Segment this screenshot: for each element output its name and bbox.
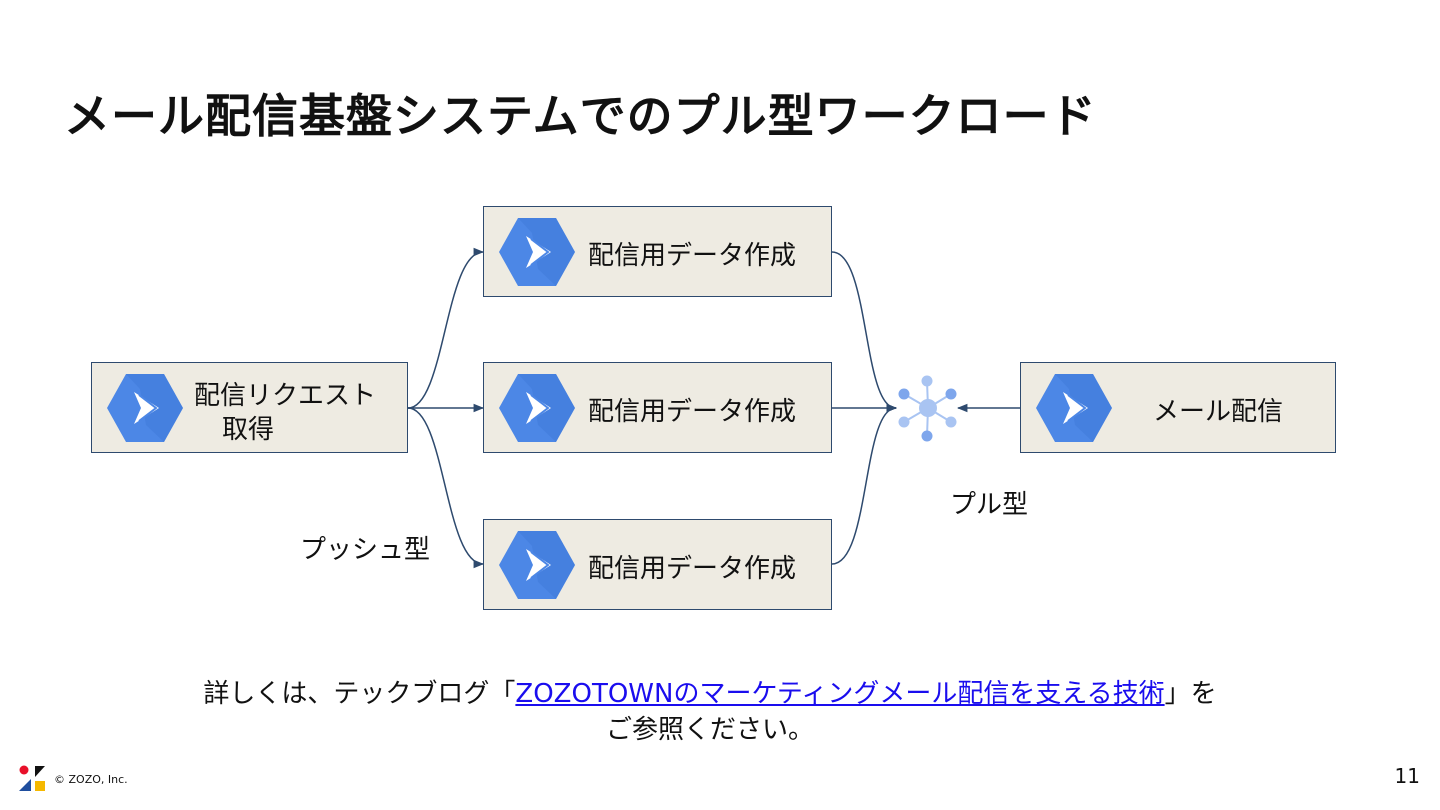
slide-title: メール配信基盤システムでのプル型ワークロード xyxy=(64,89,1097,143)
node-create-2: 配信用データ作成 xyxy=(483,362,832,453)
page-number: 11 xyxy=(1394,764,1420,788)
node-mail: メール配信 xyxy=(1020,362,1336,453)
note-text-before: 詳しくは、テックブログ「 xyxy=(203,679,516,709)
node-create-1-label: 配信用データ作成 xyxy=(588,241,797,271)
cloud-run-icon xyxy=(1035,373,1113,443)
zozo-logo-icon xyxy=(19,765,45,791)
note-text-after: 」を xyxy=(1164,679,1217,709)
cloud-run-icon xyxy=(498,217,576,287)
pull-label: プル型 xyxy=(950,490,1029,520)
node-create-3-label: 配信用データ作成 xyxy=(588,554,797,584)
push-label: プッシュ型 xyxy=(300,535,431,565)
cloud-run-icon xyxy=(106,373,184,443)
edge-request-create1 xyxy=(407,247,485,409)
copyright-text: © ZOZO, Inc. xyxy=(54,773,128,786)
node-request-label-line1: 配信リクエスト xyxy=(194,381,377,411)
edge-create1-hub xyxy=(831,251,898,413)
edge-request-create3 xyxy=(407,407,485,569)
node-mail-label: メール配信 xyxy=(1153,397,1284,427)
node-request-label-line2: 取得 xyxy=(222,415,275,445)
node-create-2-label: 配信用データ作成 xyxy=(588,397,797,427)
pubsub-hub-icon xyxy=(898,375,957,442)
node-request: 配信リクエスト 取得 xyxy=(91,362,408,453)
reference-note: 詳しくは、テックブログ「ZOZOTOWNのマーケティングメール配信を支える技術」… xyxy=(120,676,1300,748)
node-create-3: 配信用データ作成 xyxy=(483,519,832,610)
tech-blog-link[interactable]: ZOZOTOWNのマーケティングメール配信を支える技術 xyxy=(515,679,1165,709)
node-create-1: 配信用データ作成 xyxy=(483,206,832,297)
note-text-line2: ご参照ください。 xyxy=(605,715,814,745)
cloud-run-icon xyxy=(498,530,576,600)
cloud-run-icon xyxy=(498,373,576,443)
edge-create3-hub xyxy=(831,403,898,565)
